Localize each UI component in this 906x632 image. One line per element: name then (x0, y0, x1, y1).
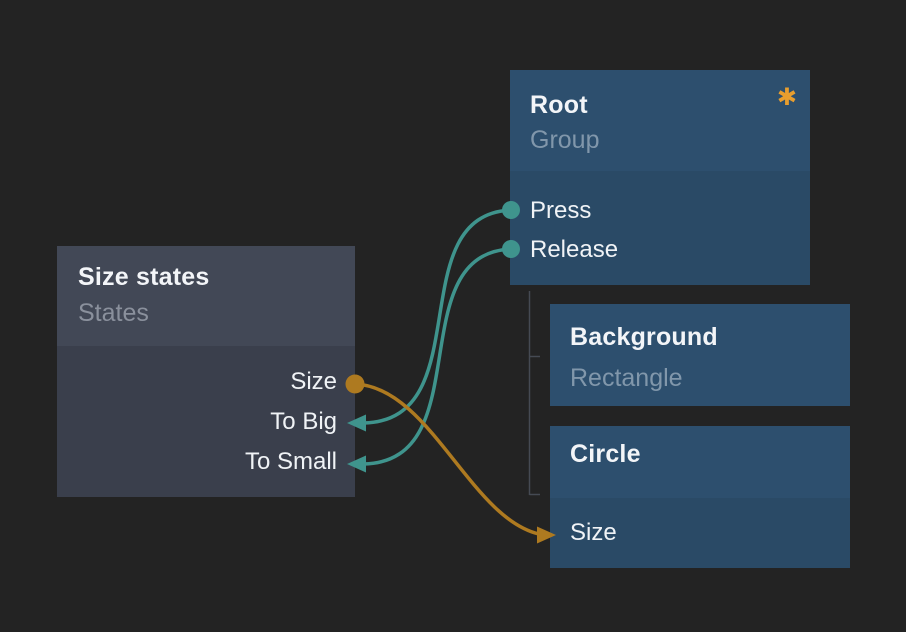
port-label-size: Size (290, 368, 337, 395)
port-label-size: Size (570, 519, 617, 546)
edge-size-to-circle-size-path[interactable] (353, 382, 541, 536)
node-title: Size states (78, 263, 210, 291)
node-title: Root (530, 91, 588, 119)
port-label-press: Press (530, 197, 592, 224)
node-title: Background (570, 323, 718, 351)
port-label-release: Release (530, 236, 619, 263)
edge-release-to-small-path[interactable] (362, 247, 513, 466)
node-circle[interactable]: Circle Size (550, 426, 850, 568)
asterisk-icon[interactable]: ✱ (776, 83, 797, 111)
node-background[interactable]: Background Rectangle (550, 304, 850, 406)
node-subtitle: Group (530, 126, 600, 154)
edge-press-to-big-path[interactable] (362, 208, 513, 425)
node-subtitle: States (78, 299, 149, 327)
node-circle-header[interactable] (550, 426, 850, 498)
node-circle-body (550, 498, 850, 568)
node-root[interactable]: Root Group ✱ Press Release (510, 70, 810, 285)
node-background-header[interactable] (550, 304, 850, 406)
hierarchy-connector-line (528, 291, 540, 496)
node-size-states-body (57, 346, 355, 497)
node-root-body (510, 171, 810, 285)
edge-size-to-circle-size[interactable] (353, 382, 556, 544)
port-label-to-big: To Big (270, 408, 337, 435)
node-root-header[interactable] (510, 70, 810, 171)
node-size-states[interactable]: Size states States Size To Big To Small (57, 246, 355, 497)
node-size-states-header[interactable] (57, 246, 355, 346)
edge-press-to-big[interactable] (347, 208, 513, 432)
edge-release-to-small[interactable] (347, 247, 513, 473)
port-label-to-small: To Small (244, 448, 337, 475)
node-title: Circle (570, 440, 641, 468)
node-subtitle: Rectangle (570, 364, 683, 392)
